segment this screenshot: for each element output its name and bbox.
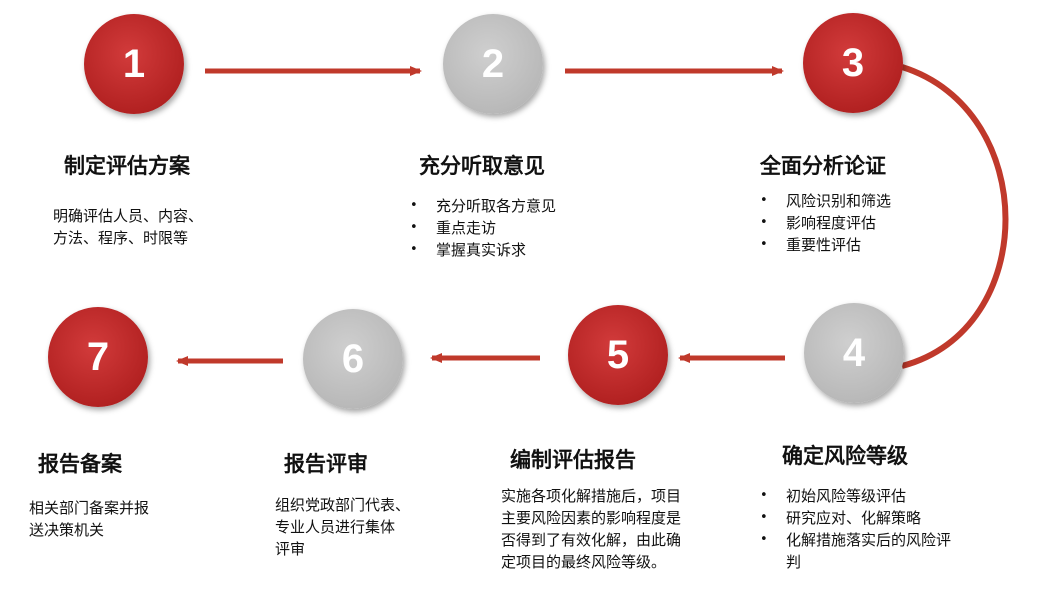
list-item: 初始风险等级评估 xyxy=(760,485,1040,507)
step-7-number: 7 xyxy=(86,334,110,379)
step-2-circle: 2 xyxy=(443,14,543,114)
step-7-description: 相关部门备案并报 送决策机关 xyxy=(29,499,150,539)
list-item: 影响程度评估 xyxy=(760,212,891,234)
step-3-number: 3 xyxy=(841,40,865,85)
step-3-bullets: 风险识别和筛选 影响程度评估 重要性评估 xyxy=(760,190,891,256)
list-item: 风险识别和筛选 xyxy=(760,190,891,212)
list-item: 重点走访 xyxy=(410,217,556,239)
step-5-title: 编制评估报告 xyxy=(510,448,636,472)
list-item: 充分听取各方意见 xyxy=(410,195,556,217)
step-2-title: 充分听取意见 xyxy=(419,154,545,178)
step-4-title: 确定风险等级 xyxy=(782,444,908,468)
step-7-title: 报告备案 xyxy=(38,452,122,476)
step-2-bullets: 充分听取各方意见 重点走访 掌握真实诉求 xyxy=(410,195,556,261)
step-6-description: 组织党政部门代表、 专业人员进行集体 评审 xyxy=(275,496,411,558)
list-item: 重要性评估 xyxy=(760,234,891,256)
arrow-3-to-4-curve xyxy=(901,64,1009,369)
step-6-title: 报告评审 xyxy=(284,452,368,476)
step-1-number: 1 xyxy=(122,41,146,86)
list-item: 研究应对、化解策略 xyxy=(760,507,1040,529)
step-7-circle: 7 xyxy=(48,307,148,407)
step-3-circle: 3 xyxy=(803,13,903,113)
step-2-number: 2 xyxy=(481,41,505,86)
step-5-description: 实施各项化解措施后，项目 主要风险因素的影响程度是 否得到了有效化解，由此确 定… xyxy=(501,487,682,571)
list-item: 掌握真实诉求 xyxy=(410,239,556,261)
step-1-title: 制定评估方案 xyxy=(64,154,190,178)
step-5-circle: 5 xyxy=(568,305,668,405)
step-6-number: 6 xyxy=(341,336,365,381)
step-1-description: 明确评估人员、内容、 方法、程序、时限等 xyxy=(53,207,204,247)
step-6-circle: 6 xyxy=(303,309,403,409)
step-1-circle: 1 xyxy=(84,14,184,114)
step-4-circle: 4 xyxy=(804,303,904,403)
step-5-number: 5 xyxy=(606,332,630,377)
step-4-number: 4 xyxy=(842,330,866,375)
step-3-title: 全面分析论证 xyxy=(760,154,886,178)
